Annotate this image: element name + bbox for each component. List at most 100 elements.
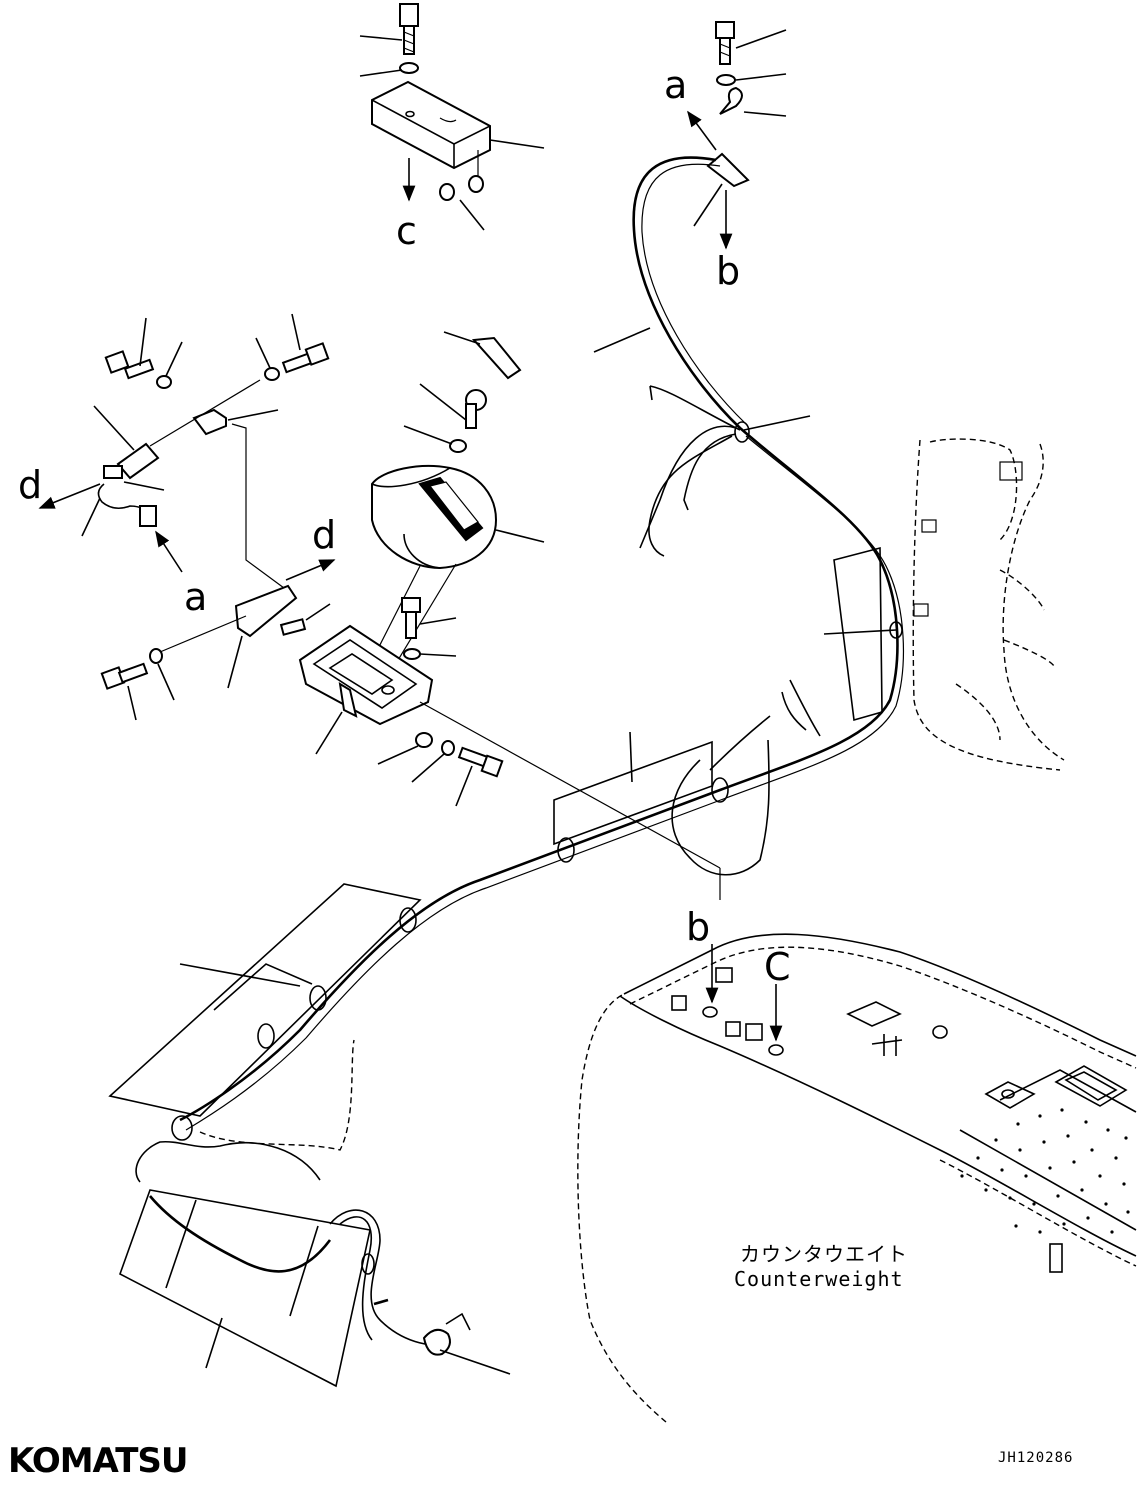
- leader-line: [489, 139, 545, 149]
- arrow-icon: [687, 110, 717, 151]
- clamp-icon: [719, 86, 743, 115]
- leader-line: [227, 409, 279, 421]
- bolt-icon: [100, 662, 149, 690]
- leader-line: [443, 331, 481, 345]
- leader-line: [165, 341, 183, 377]
- arrow-icon: [155, 530, 183, 573]
- nut-icon: [415, 732, 433, 748]
- leader-line: [743, 111, 787, 117]
- leader-line: [419, 653, 457, 657]
- callout-d-mid: d: [312, 513, 336, 557]
- bracket-icon: [192, 408, 227, 436]
- leader-line: [227, 635, 243, 689]
- bolt-icon: [399, 3, 419, 55]
- leader-line: [123, 481, 165, 491]
- connector-icon: [422, 1328, 451, 1356]
- leader-line: [81, 497, 101, 537]
- leader-line: [593, 327, 651, 353]
- washer-icon: [403, 648, 421, 660]
- washer-icon: [149, 648, 163, 664]
- leader-line: [693, 183, 723, 227]
- callout-b-top: b: [716, 249, 740, 293]
- clip-icon: [471, 336, 522, 380]
- callout-c-top: c: [396, 209, 417, 253]
- leader-line: [315, 711, 343, 755]
- leader-line: [127, 685, 137, 721]
- leader-line: [439, 1349, 511, 1375]
- komatsu-logo: KOMATSU: [8, 1441, 188, 1481]
- counterweight-frame: b C カウンタウエイト Counterweight: [577, 905, 1137, 1423]
- leader-line: [93, 405, 135, 451]
- washer-icon: [441, 740, 455, 756]
- leader-line: [359, 69, 403, 77]
- bolt-icon: [457, 746, 504, 778]
- clamp-icon: [257, 1023, 275, 1049]
- top-clamp-assembly: a b: [664, 21, 787, 293]
- center-assembly: [298, 331, 721, 900]
- leader-line: [411, 753, 445, 783]
- bolt-icon: [281, 342, 330, 374]
- arrow-icon: [38, 483, 101, 509]
- bolt-icon: [715, 21, 735, 65]
- leader-line: [419, 617, 457, 625]
- leader-line: [403, 425, 453, 445]
- bolt-icon: [104, 350, 155, 380]
- leader-line: [629, 731, 633, 783]
- callout-d-left: d: [18, 463, 42, 507]
- arrow-icon: [285, 559, 336, 581]
- protector-sheet-bottom: [119, 1039, 511, 1388]
- bolt-icon: [465, 389, 487, 429]
- top-cover-assembly: c: [359, 3, 545, 253]
- counterweight-label-en: Counterweight: [734, 1267, 904, 1291]
- clip-icon: [706, 152, 750, 188]
- right-harness: [912, 438, 1065, 771]
- counterweight-label-jp: カウンタウエイト: [740, 1242, 908, 1266]
- washer-icon: [264, 367, 280, 381]
- protector-sheet-center: [553, 731, 770, 876]
- leader-line: [305, 603, 331, 621]
- leader-line: [205, 1317, 223, 1369]
- washer-icon: [156, 375, 172, 389]
- leader-line: [743, 415, 811, 431]
- washer-icon: [399, 62, 419, 74]
- sensor-icon: [97, 442, 160, 527]
- washer-icon: [449, 439, 467, 453]
- leader-line: [291, 313, 301, 351]
- clamp-icon: [171, 1115, 193, 1141]
- leader-line: [255, 337, 271, 369]
- leader-line: [377, 745, 419, 765]
- clamp-icon: [734, 421, 750, 443]
- leader-line: [735, 73, 787, 81]
- leader-line: [735, 29, 787, 49]
- drawing-code: JH120286: [998, 1450, 1073, 1466]
- wiring-harness: [171, 156, 905, 1141]
- leader-line: [823, 629, 897, 635]
- buzzer-base-icon: [298, 624, 434, 726]
- anti-slip-plate: [960, 1108, 1130, 1234]
- protector-sheet-right: [823, 546, 903, 722]
- bolt-icon: [401, 597, 421, 639]
- left-assembly: d a d: [18, 313, 336, 721]
- leader-line: [495, 529, 545, 543]
- leader-line: [139, 317, 147, 367]
- washer-icon: [716, 74, 736, 86]
- leader-line: [459, 199, 485, 231]
- leader-line: [419, 383, 467, 421]
- mount-bracket-icon: [234, 584, 298, 638]
- cover-box-icon: [371, 80, 491, 201]
- leader-line: [359, 35, 403, 41]
- clamp-icon: [557, 837, 575, 863]
- clamp-icon: [309, 985, 327, 1011]
- protector-sheet-large: [108, 883, 422, 1117]
- buzzer-cover-icon: [371, 465, 498, 570]
- callout-b-counterweight: b: [686, 905, 710, 949]
- leader-line: [179, 963, 301, 987]
- leader-line: [157, 663, 175, 701]
- leader-line: [455, 765, 473, 807]
- clamp-icon: [711, 777, 729, 803]
- callout-a-left: a: [184, 575, 207, 619]
- branch-harness: [639, 385, 821, 771]
- callout-c-counterweight: C: [764, 945, 791, 989]
- callout-a-top: a: [664, 63, 687, 107]
